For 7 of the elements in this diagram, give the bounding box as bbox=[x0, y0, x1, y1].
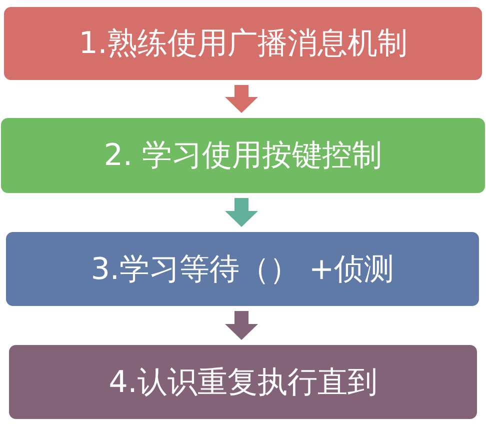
step-box: 1.熟练使用广播消息机制 bbox=[4, 7, 482, 80]
down-arrow bbox=[225, 85, 258, 113]
down-arrow bbox=[225, 198, 258, 227]
step-box: 2. 学习使用按键控制 bbox=[1, 118, 485, 193]
step-box: 3.学习等待（） +侦测 bbox=[6, 232, 479, 306]
step-box: 4.认识重复执行直到 bbox=[9, 345, 477, 419]
down-arrow bbox=[225, 311, 258, 340]
